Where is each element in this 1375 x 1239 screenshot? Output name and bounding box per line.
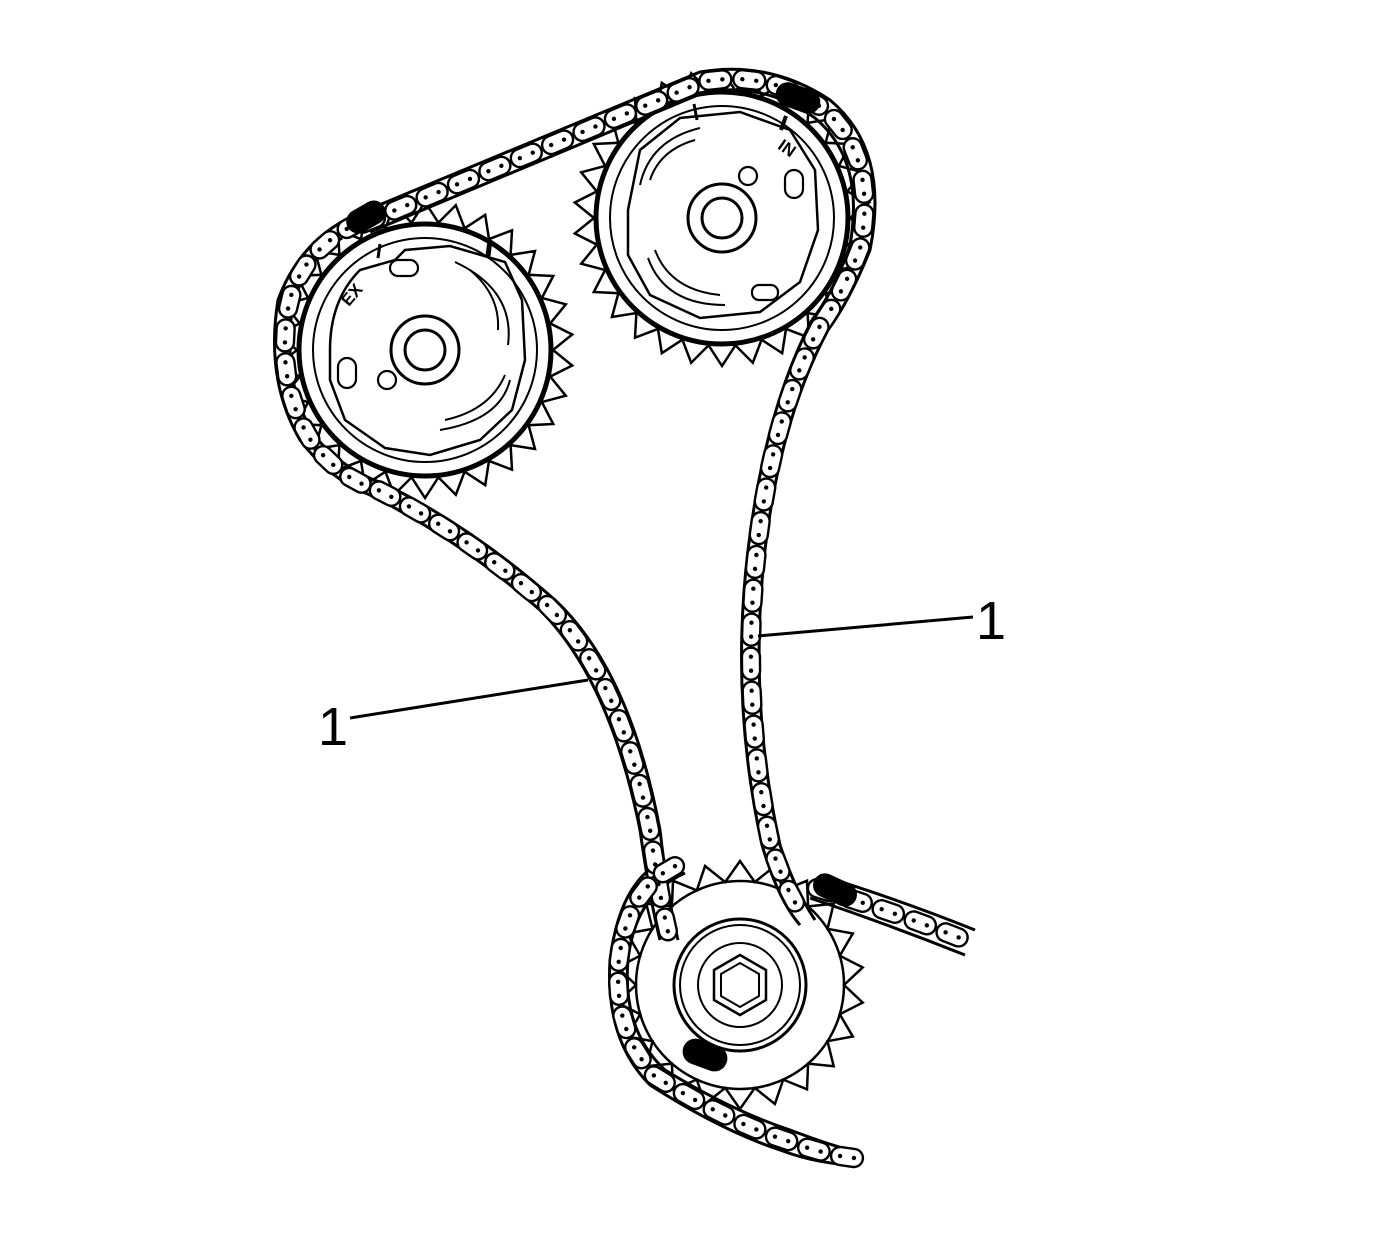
chain-link — [743, 543, 768, 580]
chain-link — [741, 577, 765, 614]
intake-timing-link — [775, 82, 821, 114]
chain-link — [731, 68, 768, 92]
crankshaft-sprocket — [615, 858, 865, 1112]
chain-link — [794, 1135, 833, 1164]
crank-timing-link — [682, 1038, 728, 1072]
exhaust-camshaft-sprocket: EX — [275, 199, 575, 501]
chain-link — [851, 168, 876, 205]
chain-link — [606, 706, 637, 746]
chain-link — [745, 747, 770, 784]
chain-link — [506, 139, 546, 172]
chain-link — [828, 1144, 866, 1170]
chain-link — [627, 771, 656, 810]
chain-link — [538, 126, 578, 158]
chain-link — [762, 1124, 801, 1154]
callout-chain-left: 1 — [318, 697, 349, 757]
chain-link — [607, 971, 630, 1007]
chain-link — [274, 317, 297, 354]
chain-link — [444, 165, 483, 198]
chain-link — [852, 202, 876, 239]
chain-link — [575, 644, 610, 684]
chain-link — [699, 1096, 739, 1129]
chain-link — [740, 612, 762, 648]
chain-link — [607, 936, 633, 974]
chain-link — [730, 1110, 770, 1143]
chain-link — [569, 113, 609, 145]
chain-link — [741, 680, 763, 716]
chain-link — [765, 409, 795, 448]
chain-link — [395, 492, 435, 527]
chain-link — [742, 713, 766, 750]
chain-link — [475, 152, 515, 185]
chain-link — [747, 509, 772, 547]
callout-chain-right: 1 — [976, 591, 1007, 651]
timing-mark-links — [346, 82, 857, 1072]
callout-leader-right — [757, 615, 974, 638]
chain-link — [617, 738, 647, 778]
chain-link — [424, 510, 464, 545]
chain-link — [758, 442, 786, 480]
chain-link — [274, 351, 299, 388]
chain-link — [697, 68, 734, 92]
exhaust-timing-link — [346, 200, 386, 234]
callout-leader-left — [349, 678, 589, 720]
chain-link — [412, 179, 452, 211]
chain-link — [786, 344, 818, 384]
tensioner-timing-link — [813, 873, 857, 907]
chain-link — [755, 813, 782, 852]
chain-link — [740, 646, 762, 681]
chain-link — [752, 475, 778, 514]
intake-camshaft-sprocket: IN — [572, 67, 872, 369]
chain-link — [592, 674, 625, 714]
chain-link — [775, 376, 805, 415]
